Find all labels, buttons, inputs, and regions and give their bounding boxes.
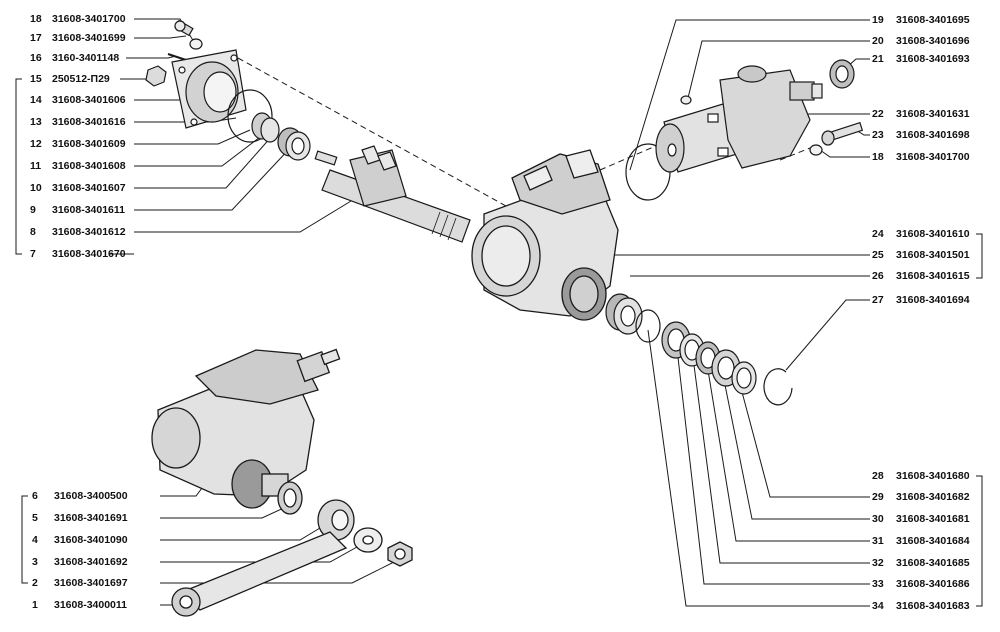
snap-ring-icon (763, 368, 793, 406)
needle-bearing-icon (605, 293, 643, 335)
o-ring-icon (227, 89, 273, 143)
bearing-stack-icon (605, 293, 793, 406)
stud-icon (167, 53, 187, 61)
washer-icon (189, 38, 203, 50)
seal-icon (260, 117, 280, 143)
washer-icon (809, 144, 823, 156)
cover-14-icon (171, 49, 247, 129)
leader-lines-right-bottom (647, 329, 983, 607)
lock-washer-3-icon (353, 527, 383, 553)
o-ring-icon (635, 309, 661, 343)
sector-shaft-icon (314, 145, 471, 243)
washer-icon (680, 95, 692, 105)
nut-icon (145, 65, 167, 87)
leader-lines-bottom-left (21, 479, 399, 606)
nut-4-icon (317, 499, 355, 541)
assembled-steering-gear-icon (151, 348, 413, 617)
valve-assembly-icon (625, 59, 864, 201)
valve-housing-icon (719, 65, 823, 169)
leader-lines-right-mid (590, 233, 983, 371)
bolt-17-icon (174, 19, 194, 37)
seal-21-icon (829, 59, 855, 89)
upper-left-parts (145, 19, 471, 243)
bolt-23-icon (821, 121, 864, 146)
needle-bearing-icon (277, 127, 311, 161)
pitman-arm-icon (171, 531, 348, 617)
main-housing-icon (471, 149, 619, 321)
nut-2-icon (387, 541, 413, 567)
